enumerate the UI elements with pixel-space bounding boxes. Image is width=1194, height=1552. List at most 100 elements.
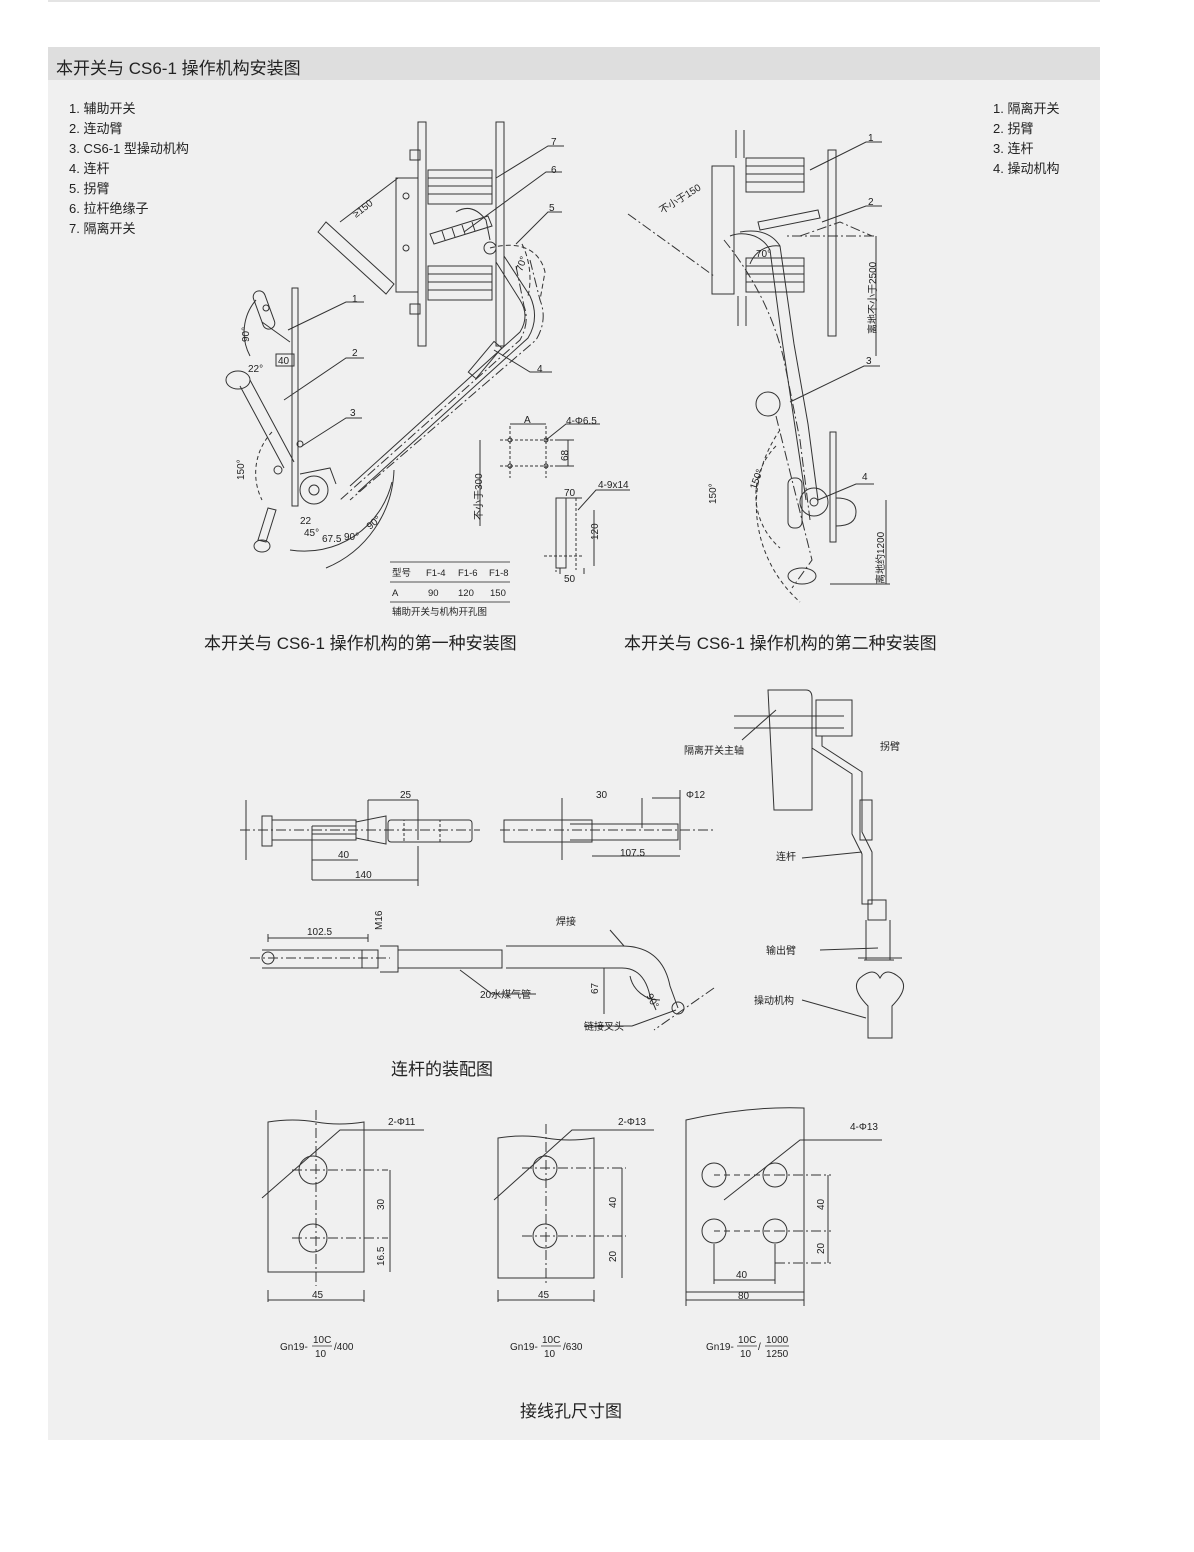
legend-item: 1. 隔离开关: [993, 101, 1060, 116]
bolts: [402, 149, 421, 315]
label-mechanism: 操动机构: [754, 994, 794, 1007]
crank-block: [815, 699, 853, 737]
mechanism-leader: [801, 999, 867, 1019]
dim-min300: 不小于300: [473, 473, 485, 520]
link-rod: [349, 255, 535, 493]
holes-spec-1: 4-Φ6.5: [566, 416, 597, 427]
crank-pivot: [483, 241, 497, 255]
terminal-hole-3: [685, 1107, 882, 1306]
cs6-mechanism: [273, 440, 337, 505]
label-shaft: 隔离开关主轴: [684, 744, 744, 757]
model3-den: 10: [740, 1349, 752, 1360]
model2-suffix: /630: [563, 1342, 583, 1353]
model3-prefix: Gn19-: [706, 1342, 734, 1353]
arc-150-outer: [755, 429, 801, 603]
table-r2: 120: [458, 588, 474, 599]
crank-ball: [755, 391, 781, 417]
operating-bar: [317, 221, 395, 295]
callout-4: 4: [537, 364, 543, 375]
switch-bracket: [395, 177, 419, 293]
dim-120: 120: [590, 523, 601, 540]
dim-M16: M16: [374, 910, 385, 930]
arc-70: [749, 245, 781, 265]
arc-outer: [325, 469, 395, 569]
leader-lines: [789, 141, 882, 501]
angle-150-outer: 150°: [708, 483, 719, 504]
angle-67-5: 67.5: [322, 534, 342, 545]
dim-140: 140: [355, 870, 372, 881]
dim-30: 30: [596, 790, 608, 801]
insulator-top: [745, 157, 805, 193]
model3-slash: /: [758, 1342, 761, 1353]
content-panel: 本开关与 CS6-1 操作机构安装图: [48, 47, 1100, 1440]
legend-right: 1. 隔离开关 2. 拐臂 3. 连杆 4. 操动机构: [993, 99, 1059, 179]
terminal-hole-2: [493, 1124, 654, 1302]
callout-7: 7: [551, 137, 557, 148]
pull-rod-insulator: [757, 209, 821, 231]
insulator-top: [427, 169, 493, 205]
hole2-v1: 40: [608, 1196, 619, 1208]
model-labels: Gn19- 10C 10 /400 Gn19- 10C 10 /630 Gn19…: [280, 1335, 789, 1360]
callout-6: 6: [551, 165, 557, 176]
dim-70: 70: [564, 488, 576, 499]
hole3-v2: 20: [816, 1242, 827, 1254]
angle-90-b: 90°: [365, 514, 384, 532]
hole2-v2: 20: [608, 1250, 619, 1262]
model2-prefix: Gn19-: [510, 1342, 538, 1353]
dim-line-150: [339, 177, 399, 223]
label-output: 输出臂: [766, 944, 796, 957]
table-r0: A: [392, 588, 399, 599]
angle-70: 70°: [514, 255, 530, 273]
model1-prefix: Gn19-: [280, 1342, 308, 1353]
table-h1: F1-4: [426, 568, 446, 579]
table-h3: F1-8: [489, 568, 509, 579]
dim-A: A: [524, 415, 531, 426]
dim-50: 50: [564, 574, 576, 585]
hole1-w: 45: [312, 1290, 324, 1301]
link-rod: [739, 230, 819, 501]
callout-1: 1: [868, 133, 874, 144]
model3-rnum: 1000: [766, 1335, 789, 1346]
model1-den: 10: [315, 1349, 327, 1360]
legend-item: 6. 拉杆绝缘子: [69, 201, 149, 216]
dim-40: 40: [278, 356, 290, 367]
opening-table: [390, 561, 510, 603]
dim-2500: 离地不小于2500: [866, 261, 879, 334]
legend-item: 3. 连杆: [993, 141, 1034, 156]
model1-suffix: /400: [334, 1342, 354, 1353]
hole3-v1: 40: [816, 1198, 827, 1210]
crank-swing: [489, 244, 546, 301]
callout-2: 2: [352, 348, 358, 359]
holes-spec-2: 4-9x14: [598, 480, 629, 491]
caption-holes: 接线孔尺寸图: [520, 1402, 622, 1421]
caption-install-2: 本开关与 CS6-1 操作机构的第二种安装图: [624, 634, 937, 653]
hole-pattern-2: [544, 489, 630, 574]
legend-item: 4. 操动机构: [993, 161, 1060, 176]
angle-70: 70°: [756, 249, 771, 260]
angle-150-inner: 150°: [748, 468, 765, 491]
legend-item: 1. 辅助开关: [69, 101, 136, 116]
label-weld: 焊接: [556, 915, 576, 928]
angle-45: 45°: [304, 528, 319, 539]
dim-1200: [830, 500, 890, 585]
callout-2: 2: [868, 197, 874, 208]
mechanism-plate: [829, 431, 837, 543]
switch-plate: [711, 165, 735, 295]
dim-1200: 离地约1200: [874, 531, 887, 584]
bolts: [735, 130, 747, 326]
insulator-bottom: [427, 265, 493, 301]
link-rod-alt: [349, 259, 544, 501]
shaft-plate: [767, 689, 813, 811]
legend-item: 2. 拐臂: [993, 121, 1034, 136]
arc-150: [255, 431, 273, 501]
table-note: 辅助开关与机构开孔图: [392, 606, 487, 618]
hole1-v2: 16.5: [376, 1246, 387, 1266]
switch-plate-right: [495, 121, 505, 347]
insulator-bottom: [745, 257, 805, 293]
dim-67: 67: [590, 982, 601, 994]
label-pipe: 20水煤气管: [480, 988, 531, 1001]
callout-1: 1: [352, 294, 358, 305]
diagram-2-labels: 1 2 3 4 70° 150° 150° 不小于150 离地不小于2500 离…: [657, 133, 887, 584]
angle-22: 22°: [248, 364, 263, 375]
